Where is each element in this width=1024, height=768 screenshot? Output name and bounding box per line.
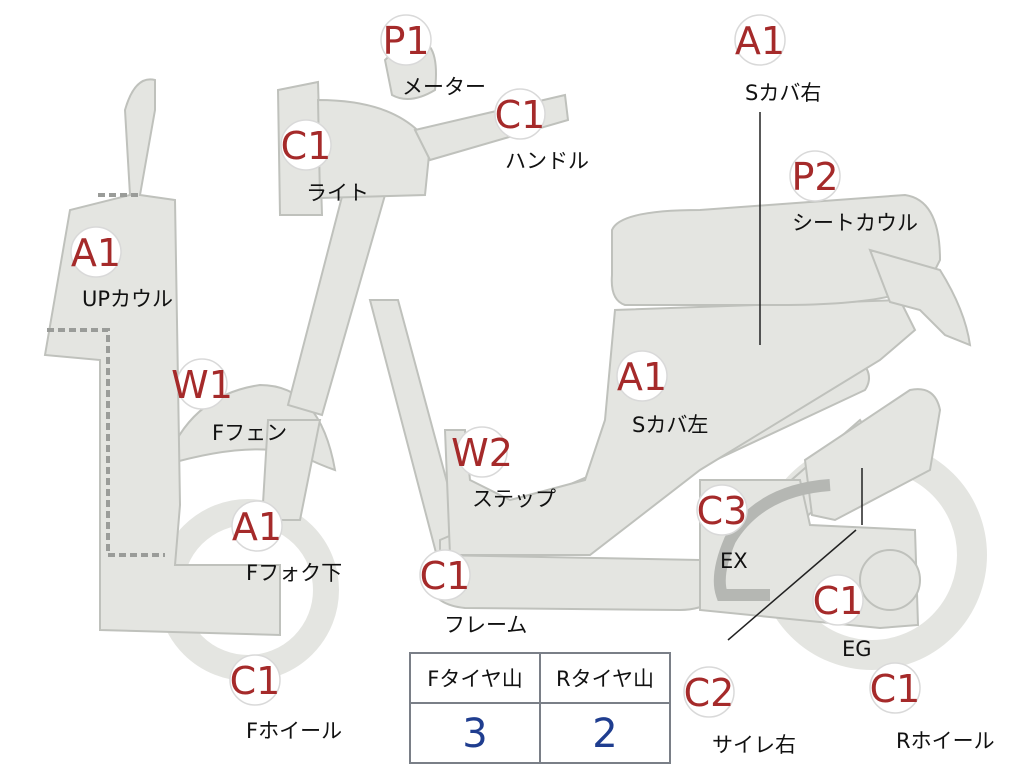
tire-tread-table: Fタイヤ山 Rタイヤ山 3 2 <box>409 652 671 764</box>
tire-table-header-row: Fタイヤ山 Rタイヤ山 <box>411 654 669 704</box>
handle-grade: C1 <box>495 93 546 137</box>
seat-cowl-badge <box>789 150 841 202</box>
rear-hub <box>859 549 921 611</box>
exhaust-label: EX <box>720 549 748 573</box>
front-wheel-badge <box>229 654 281 706</box>
muffler-right-grade: C2 <box>684 671 735 715</box>
light-grade: C1 <box>281 124 332 168</box>
meter-badge <box>380 14 432 66</box>
light-label: ライト <box>306 181 369 205</box>
side-cover-left-grade: A1 <box>617 355 667 399</box>
front-fork-lower-badge <box>231 500 283 552</box>
handle-badge <box>494 88 546 140</box>
part-grade-badges: P1メーターC1ハンドルC1ライトA1Sカバ右P2シートカウルA1UPカウルW1… <box>70 14 995 757</box>
engine-label: EG <box>842 637 872 661</box>
exhaust-pipe <box>713 479 831 601</box>
side-cover-left-badge <box>616 350 668 402</box>
rear-wheel-badge <box>869 662 921 714</box>
engine-badge <box>812 574 864 626</box>
side-cover-right-label: Sカバ右 <box>745 81 821 105</box>
upper-cowl-grade: A1 <box>71 231 121 275</box>
side-cover-right-grade: A1 <box>735 19 785 63</box>
frame-grade: C1 <box>420 554 471 598</box>
side-cover-right-badge <box>734 14 786 66</box>
front-wheel-label: Fホイール <box>246 719 342 743</box>
muffler-right-badge <box>683 666 735 718</box>
meter-label: メーター <box>402 75 486 99</box>
front-wheel-grade: C1 <box>230 659 281 703</box>
muffler-right-label: サイレ右 <box>712 733 796 757</box>
front-tire-tread-value: 3 <box>462 711 488 757</box>
seat-cowl-grade: P2 <box>791 155 838 199</box>
frame-badge <box>419 549 471 601</box>
rear-wheel-label: Rホイール <box>896 729 995 753</box>
step-label: ステップ <box>472 487 556 511</box>
front-fender-label: Fフェン <box>212 421 287 445</box>
front-fork-lower-grade: A1 <box>232 505 282 549</box>
side-cover-left-label: Sカバ左 <box>632 413 708 437</box>
exhaust-badge <box>696 484 748 536</box>
meter-grade: P1 <box>382 19 429 63</box>
handle-label: ハンドル <box>505 149 589 173</box>
exhaust-grade: C3 <box>697 489 748 533</box>
light-badge <box>280 119 332 171</box>
tire-table-value-row: 3 2 <box>411 704 669 764</box>
front-fender-badge <box>176 358 228 410</box>
rear-tire-header: Rタイヤ山 <box>539 654 669 702</box>
upper-cowl-label: UPカウル <box>82 287 173 311</box>
rear-tire-tread-value: 2 <box>539 704 669 764</box>
front-tire-header: Fタイヤ山 <box>427 667 523 691</box>
step-badge <box>456 426 508 478</box>
rear-wheel-grade: C1 <box>870 667 921 711</box>
front-fender-grade: W1 <box>171 363 233 407</box>
front-fork-lower-label: Fフォク下 <box>246 561 342 585</box>
upper-cowl-badge <box>70 226 122 278</box>
engine-grade: C1 <box>813 579 864 623</box>
cowl-seam-lines <box>47 193 165 557</box>
leader-lines <box>727 112 863 641</box>
seat-cowl-label: シートカウル <box>792 211 918 235</box>
frame-label: フレーム <box>444 613 527 637</box>
step-grade: W2 <box>451 431 513 475</box>
